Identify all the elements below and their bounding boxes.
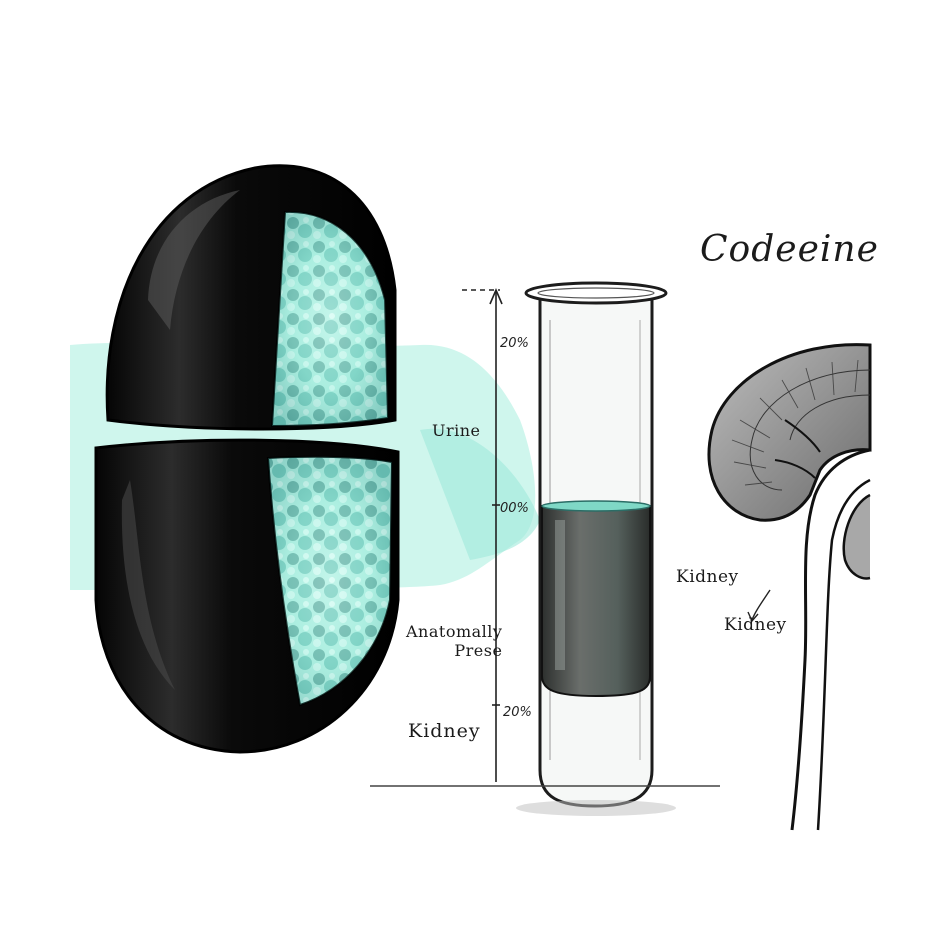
capsule-bottom-half [94,438,400,754]
scale-tick-top: 20% [500,336,529,351]
anatomy-label-line-1: Anatomally [406,622,503,641]
urine-label: Urine [432,421,481,440]
scale-tick-bottom: 20% [503,705,532,720]
scale-tick-middle: 00% [500,501,529,516]
anatomy-label-line-2: Prese [454,641,503,661]
kidney-label-right-2: Kidney [724,615,787,635]
kidney-label-right-1: Kidney [676,567,739,587]
kidney-label-left: Kidney [408,720,481,742]
kidney-illustration [707,343,872,831]
measurement-scale [462,287,503,782]
anatomy-label: Anatomally Prese [406,622,502,660]
ground-line [370,785,720,816]
tube-liquid [541,500,651,698]
title-label: Codeeine [700,229,879,270]
capsule-top-half [105,164,397,431]
